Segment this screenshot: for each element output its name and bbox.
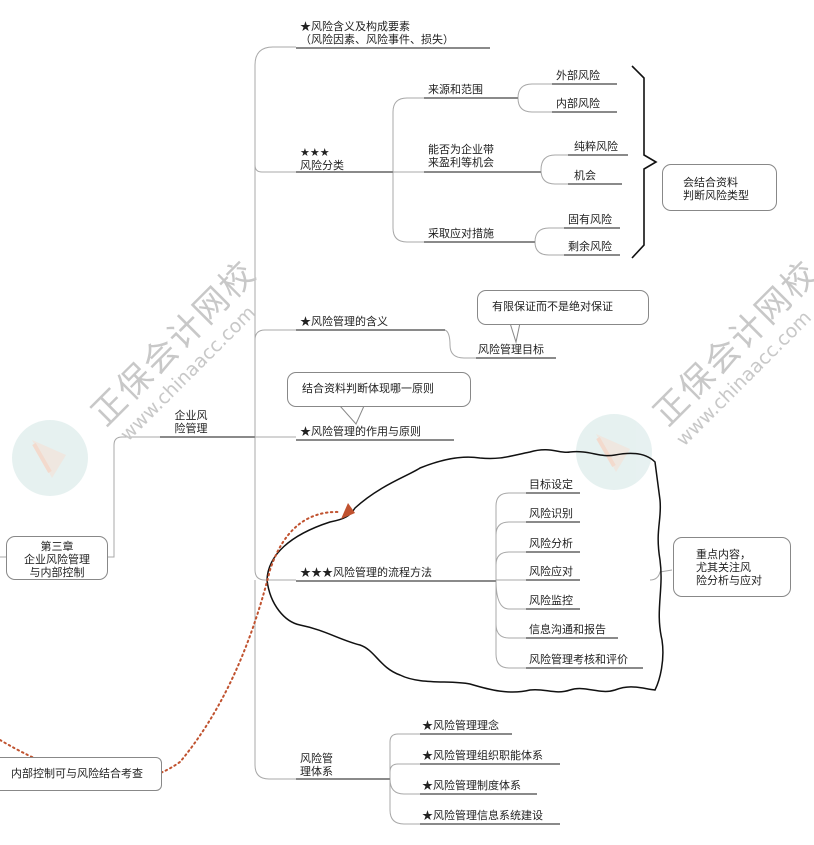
- class-group-opportunity-line2: 来盈利等机会: [428, 156, 494, 169]
- topic-risk-classification-label: 风险分类: [300, 159, 344, 172]
- topic-rm-system[interactable]: 风险管 理体系: [300, 752, 333, 778]
- callout-pointer: [338, 405, 365, 425]
- root-label-line3: 与内部控制: [29, 566, 85, 579]
- leaf-pure-risk[interactable]: 纯粹风险: [574, 140, 618, 153]
- callout-process: 重点内容， 尤其关注风 险分析与应对: [673, 537, 791, 597]
- class-group-source[interactable]: 来源和范围: [428, 83, 483, 96]
- callout-classification-line2: 判断风险类型: [683, 189, 749, 202]
- root-node[interactable]: 第三章 企业风险管理 与内部控制: [6, 536, 108, 580]
- leaf-opportunity[interactable]: 机会: [574, 169, 596, 182]
- callout-rm-objective: 有限保证而不是绝对保证: [477, 290, 649, 325]
- watermark-logo-icon: [576, 414, 652, 490]
- class-group-opportunity-line1: 能否为企业带: [428, 143, 494, 156]
- callout-pointer: [509, 322, 521, 344]
- arrow-head-icon: [341, 503, 355, 519]
- system-philosophy[interactable]: ★风险管理理念: [422, 719, 499, 732]
- topic-rm-system-line2: 理体系: [300, 765, 333, 778]
- brace-icon: [631, 65, 658, 259]
- step-risk-monitoring[interactable]: 风险监控: [529, 594, 573, 607]
- topic-risk-meaning-line1: ★风险含义及构成要素: [300, 20, 410, 33]
- leaf-residual-risk[interactable]: 剩余风险: [568, 240, 612, 253]
- root-label-line1: 第三章: [40, 540, 74, 553]
- topic-rm-meaning[interactable]: ★风险管理的含义: [300, 315, 388, 328]
- branch-label-line1: 企业风: [174, 409, 208, 422]
- node-underlines: [160, 47, 643, 825]
- topic-risk-meaning[interactable]: ★风险含义及构成要素 （风险因素、风险事件、损失）: [300, 20, 454, 46]
- callout-process-line1: 重点内容，: [696, 548, 751, 561]
- class-group-opportunity[interactable]: 能否为企业带 来盈利等机会: [428, 143, 494, 169]
- callout-process-line2: 尤其关注风: [696, 561, 751, 574]
- branch-node[interactable]: 企业风 险管理: [166, 409, 216, 435]
- callout-classification: 会结合资料 判断风险类型: [662, 164, 777, 211]
- callout-classification-line1: 会结合资料: [683, 176, 738, 189]
- topic-rm-role[interactable]: ★风险管理的作用与原则: [300, 425, 421, 438]
- step-risk-identification[interactable]: 风险识别: [529, 507, 573, 520]
- leaf-rm-objective[interactable]: 风险管理目标: [478, 343, 544, 356]
- topic-risk-meaning-line2: （风险因素、风险事件、损失）: [300, 33, 454, 46]
- cloud-outline: [266, 449, 664, 693]
- step-risk-analysis[interactable]: 风险分析: [529, 537, 573, 550]
- leaf-inherent-risk[interactable]: 固有风险: [568, 213, 612, 226]
- root-label-line2: 企业风险管理: [24, 553, 90, 566]
- leaf-external-risk[interactable]: 外部风险: [556, 69, 600, 82]
- branch-label-line2: 险管理: [174, 422, 208, 435]
- system-organization[interactable]: ★风险管理组织职能体系: [422, 749, 543, 762]
- step-assessment-evaluation[interactable]: 风险管理考核和评价: [529, 653, 628, 666]
- class-group-measures[interactable]: 采取应对措施: [428, 227, 494, 240]
- connector-lines: [0, 46, 673, 825]
- watermark-logo-icon: [12, 420, 88, 496]
- internal-control-note[interactable]: 内部控制可与风险结合考查: [0, 757, 162, 791]
- step-objective-setting[interactable]: 目标设定: [529, 478, 573, 491]
- callout-rm-role: 结合资料判断体现哪一原则: [287, 372, 471, 407]
- step-info-communication[interactable]: 信息沟通和报告: [529, 623, 606, 636]
- callout-process-line3: 险分析与应对: [696, 574, 762, 587]
- topic-risk-classification[interactable]: ★★★ 风险分类: [300, 146, 344, 172]
- stars-icon: ★★★: [300, 146, 330, 159]
- topic-rm-process[interactable]: ★★★风险管理的流程方法: [300, 566, 432, 579]
- topic-rm-system-line1: 风险管: [300, 752, 333, 765]
- system-information[interactable]: ★风险管理信息系统建设: [422, 809, 543, 822]
- system-regulations[interactable]: ★风险管理制度体系: [422, 779, 521, 792]
- step-risk-response[interactable]: 风险应对: [529, 565, 573, 578]
- leaf-internal-risk[interactable]: 内部风险: [556, 97, 600, 110]
